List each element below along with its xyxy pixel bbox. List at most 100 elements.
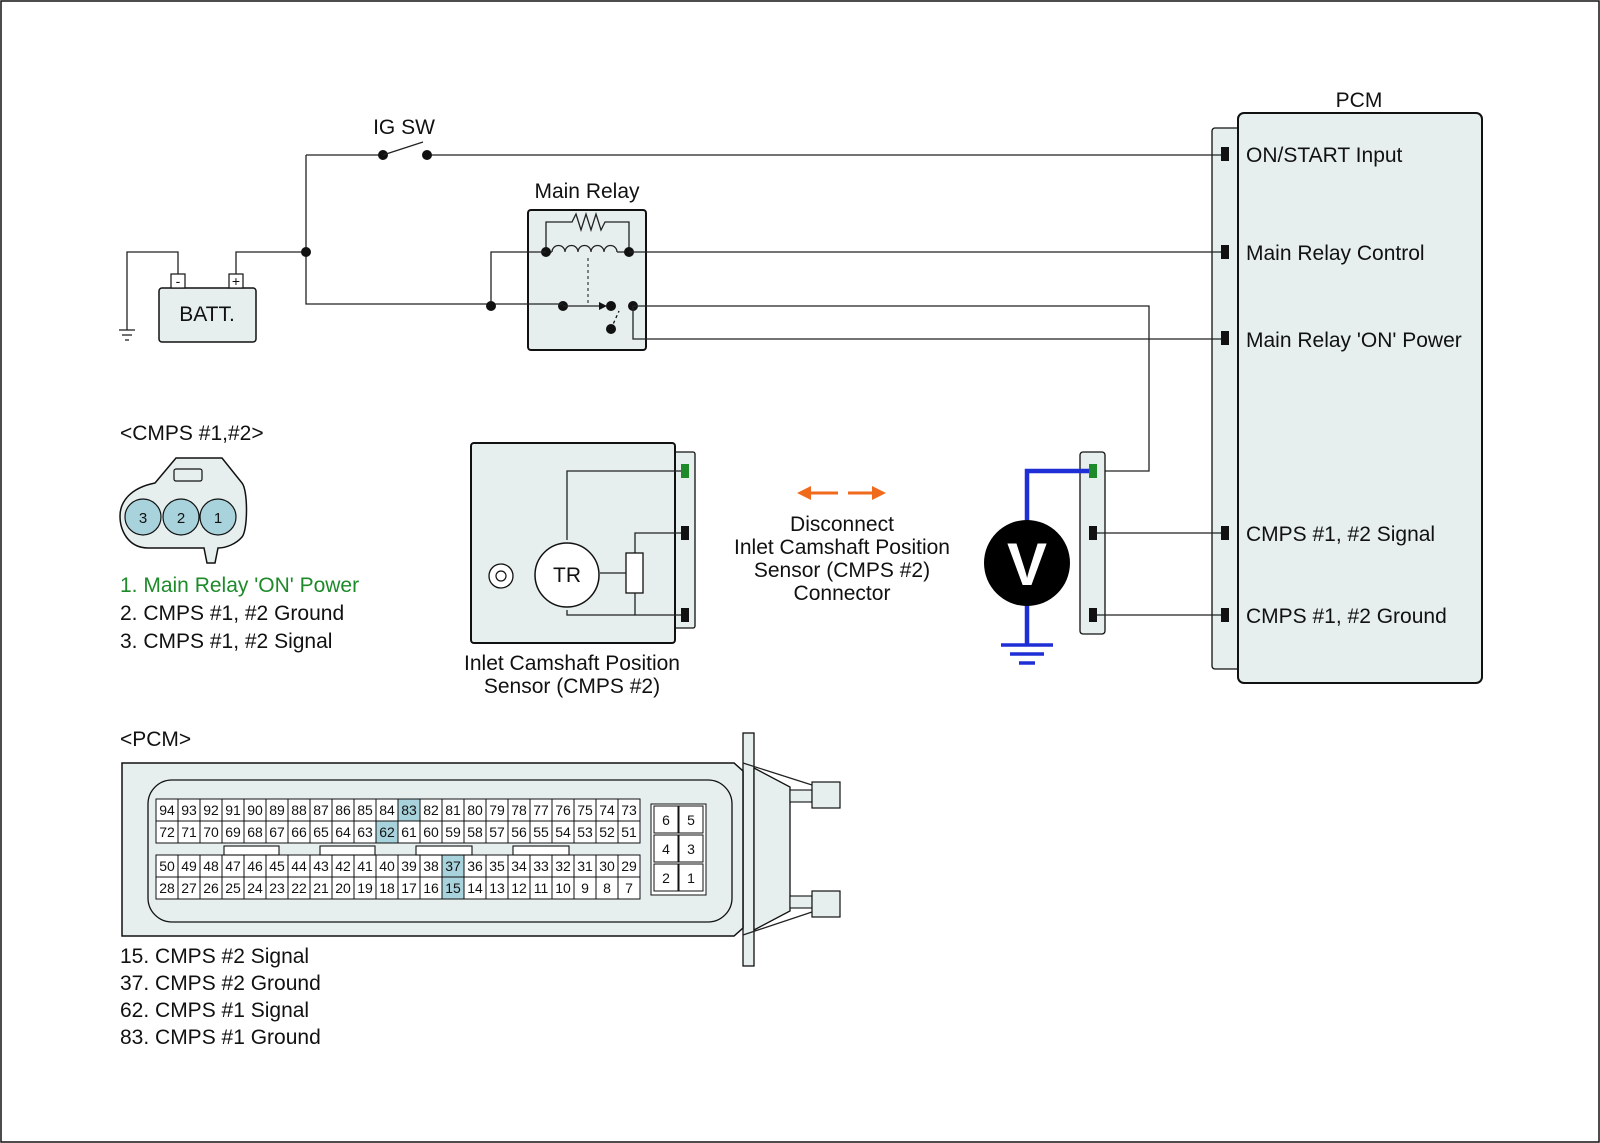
- pcm-pin-on-start: [1221, 147, 1229, 161]
- pcm-pin-number: 10: [555, 880, 571, 896]
- small-pin-number: 6: [662, 812, 670, 828]
- pcm-pin-number: 61: [401, 824, 417, 840]
- battery-plus-sign: +: [232, 273, 240, 289]
- pcm-pin-number: 12: [511, 880, 527, 896]
- pcm-pin-number: 43: [313, 858, 329, 874]
- pcm-pin-number: 60: [423, 824, 439, 840]
- connector-key: [319, 845, 376, 856]
- pcm-pin-number: 85: [357, 802, 373, 818]
- pcm-pin-number: 13: [489, 880, 505, 896]
- cmps-pin-2: [162, 498, 200, 536]
- pcm-pin-number: 70: [203, 824, 219, 840]
- battery-label: BATT.: [179, 303, 235, 326]
- cmps-pin-3: [124, 498, 162, 536]
- pcm-pin-number: 46: [247, 858, 263, 874]
- pcm-pin-number: 81: [445, 802, 461, 818]
- pcm-label-relay-on-power: Main Relay 'ON' Power: [1246, 329, 1462, 352]
- pcm-pin-number: 92: [203, 802, 219, 818]
- cmps-connector-title: <CMPS #1,#2>: [120, 422, 264, 445]
- pcm-pin-number: 21: [313, 880, 329, 896]
- pcm-pin-number: 51: [621, 824, 637, 840]
- pcm-block: PCM ON/START Input Main Relay Control Ma…: [1211, 89, 1483, 684]
- pcm-pin-number: 26: [203, 880, 219, 896]
- pcm-pin-number: 84: [379, 802, 395, 818]
- battery-minus-sign: -: [176, 273, 181, 289]
- connector-key: [415, 845, 473, 856]
- small-pin-cell: [653, 863, 679, 892]
- pcm-pin-number: 36: [467, 858, 483, 874]
- pcm-pin-number: 25: [225, 880, 241, 896]
- pcm-title: PCM: [1336, 89, 1383, 112]
- pcm-pin-number: 11: [534, 880, 549, 896]
- small-pin-cell: [678, 834, 704, 863]
- pcm-pin-number: 14: [467, 880, 483, 896]
- pcm-pin-number: 47: [225, 858, 241, 874]
- pcm-pin-number: 35: [489, 858, 505, 874]
- pcm-pin-number: 75: [577, 802, 593, 818]
- pcm-pin-number: 44: [291, 858, 307, 874]
- cmps-legend: 1. Main Relay 'ON' Power 2. CMPS #1, #2 …: [120, 574, 359, 653]
- sensor-caption-line2: Sensor (CMPS #2): [484, 675, 660, 698]
- battery-body: [158, 287, 257, 343]
- pcm-pin-number: 53: [577, 824, 593, 840]
- pcm-pin-number: 32: [555, 858, 571, 874]
- battery: BATT. - +: [158, 273, 257, 343]
- voltmeter: V: [984, 468, 1089, 665]
- pcm-pin-number: 58: [467, 824, 483, 840]
- cmps-pin-label: 3: [139, 510, 147, 527]
- pcm-pin-number: 49: [181, 858, 197, 874]
- pcm-pin-number: 73: [621, 802, 637, 818]
- pcm-pin-number: 72: [159, 824, 175, 840]
- harness-pin-2: [1089, 526, 1097, 540]
- pcm-pin-number: 45: [269, 858, 285, 874]
- pcm-pin-number: 22: [291, 880, 307, 896]
- pcm-pin-number: 30: [599, 858, 615, 874]
- pcm-pin-number: 87: [313, 802, 329, 818]
- pcm-pin-number: 55: [533, 824, 549, 840]
- pcm-pin-relay-on-power: [1221, 331, 1229, 345]
- pcm-pin-number: 66: [291, 824, 307, 840]
- pcm-pin-number: 19: [357, 880, 373, 896]
- battery-feed-wiring: [235, 154, 1221, 305]
- pcm-pin-number: 78: [511, 802, 527, 818]
- disconnect-line4: Connector: [794, 582, 891, 605]
- harness-pin-3: [1089, 608, 1097, 622]
- small-pin-cell: [653, 805, 679, 834]
- cmps-legend-item-1: 1. Main Relay 'ON' Power: [120, 574, 359, 597]
- pcm-body: [1237, 112, 1483, 684]
- sensor-pin-2: [681, 526, 689, 540]
- pcm-pin-cmps-signal: [1221, 526, 1229, 540]
- pcm-legend-item-3: 62. CMPS #1 Signal: [120, 999, 309, 1022]
- pcm-pin-number: 9: [581, 880, 589, 896]
- small-pin-number: 1: [687, 870, 695, 886]
- pcm-pin-cell: [617, 876, 641, 900]
- cmps-pin-label: 1: [214, 510, 222, 527]
- pcm-legend-item-4: 83. CMPS #1 Ground: [120, 1026, 321, 1049]
- pcm-pin-number: 57: [489, 824, 505, 840]
- pcm-pin-number: 89: [269, 802, 285, 818]
- main-relay: Main Relay: [486, 180, 1221, 472]
- arrow-right-icon: [872, 486, 886, 500]
- small-pin-cell: [678, 863, 704, 892]
- pcm-pin-number: 48: [203, 858, 219, 874]
- pcm-pin-number: 33: [533, 858, 549, 874]
- ig-sw-label: IG SW: [373, 116, 435, 139]
- pcm-label-cmps-signal: CMPS #1, #2 Signal: [1246, 523, 1435, 546]
- junction-dot: [486, 301, 496, 311]
- pcm-pin-number: 31: [577, 858, 593, 874]
- pcm-label-cmps-ground: CMPS #1, #2 Ground: [1246, 605, 1447, 628]
- pcm-pin-number: 65: [313, 824, 329, 840]
- pcm-pin-number: 37: [445, 858, 461, 874]
- harness-connector: [1079, 451, 1221, 635]
- cmps-pin-label: 2: [177, 510, 185, 527]
- pcm-pin-number: 82: [423, 802, 439, 818]
- pcm-legend: 15. CMPS #2 Signal 37. CMPS #2 Ground 62…: [120, 945, 321, 1049]
- pcm-pin-number: 23: [269, 880, 285, 896]
- sensor-pin-1: [681, 464, 689, 478]
- pcm-pin-number: 63: [357, 824, 373, 840]
- cmps-legend-item-2: 2. CMPS #1, #2 Ground: [120, 602, 344, 625]
- pcm-pin-number: 79: [489, 802, 505, 818]
- pcm-pin-number: 17: [401, 880, 417, 896]
